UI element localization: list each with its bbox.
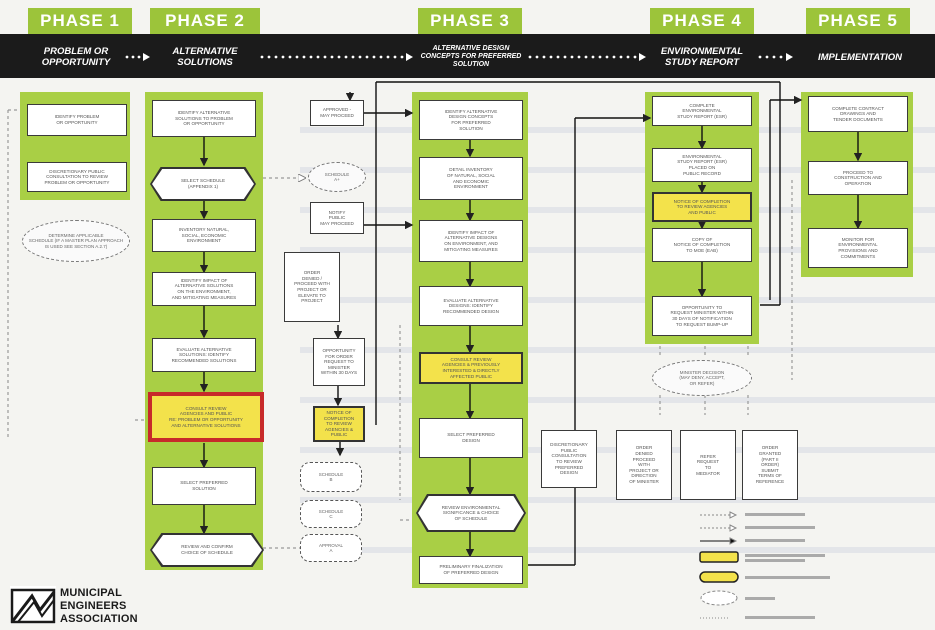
phase-1-subtitle: PROBLEM OR OPPORTUNITY [41, 46, 111, 68]
logo-line-1: MUNICIPAL [60, 587, 123, 599]
minister-decision-oval: MINISTER DECISION(MAY DENY, ACCEPT,OR RE… [652, 360, 752, 396]
logo-line-3: ASSOCIATION [60, 613, 138, 625]
logo-line-2: ENGINEERS [60, 600, 127, 612]
phase-3-subtitle: ALTERNATIVE DESIGN CONCEPTS FOR PREFERRE… [420, 45, 522, 68]
mea-logo-icon [10, 586, 56, 624]
select-schedule-label: SELECT SCHEDULE(APPENDIX 1) [152, 169, 254, 199]
phase-2-title: PHASE 2 [150, 8, 260, 34]
phase-4-subtitle: ENVIRONMENTAL STUDY REPORT [660, 46, 744, 68]
phase-1-title: PHASE 1 [28, 8, 132, 34]
approved-proceed-box: APPROVED -MAY PROCEED [310, 100, 364, 126]
phase-band [0, 34, 935, 78]
phase-2-subtitle: ALTERNATIVE SOLUTIONS [172, 46, 238, 68]
phase-5-subtitle: IMPLEMENTATION [817, 51, 903, 63]
phase-5-title: PHASE 5 [806, 8, 910, 34]
phase-3-title: PHASE 3 [418, 8, 522, 34]
phase-4-title: PHASE 4 [650, 8, 754, 34]
